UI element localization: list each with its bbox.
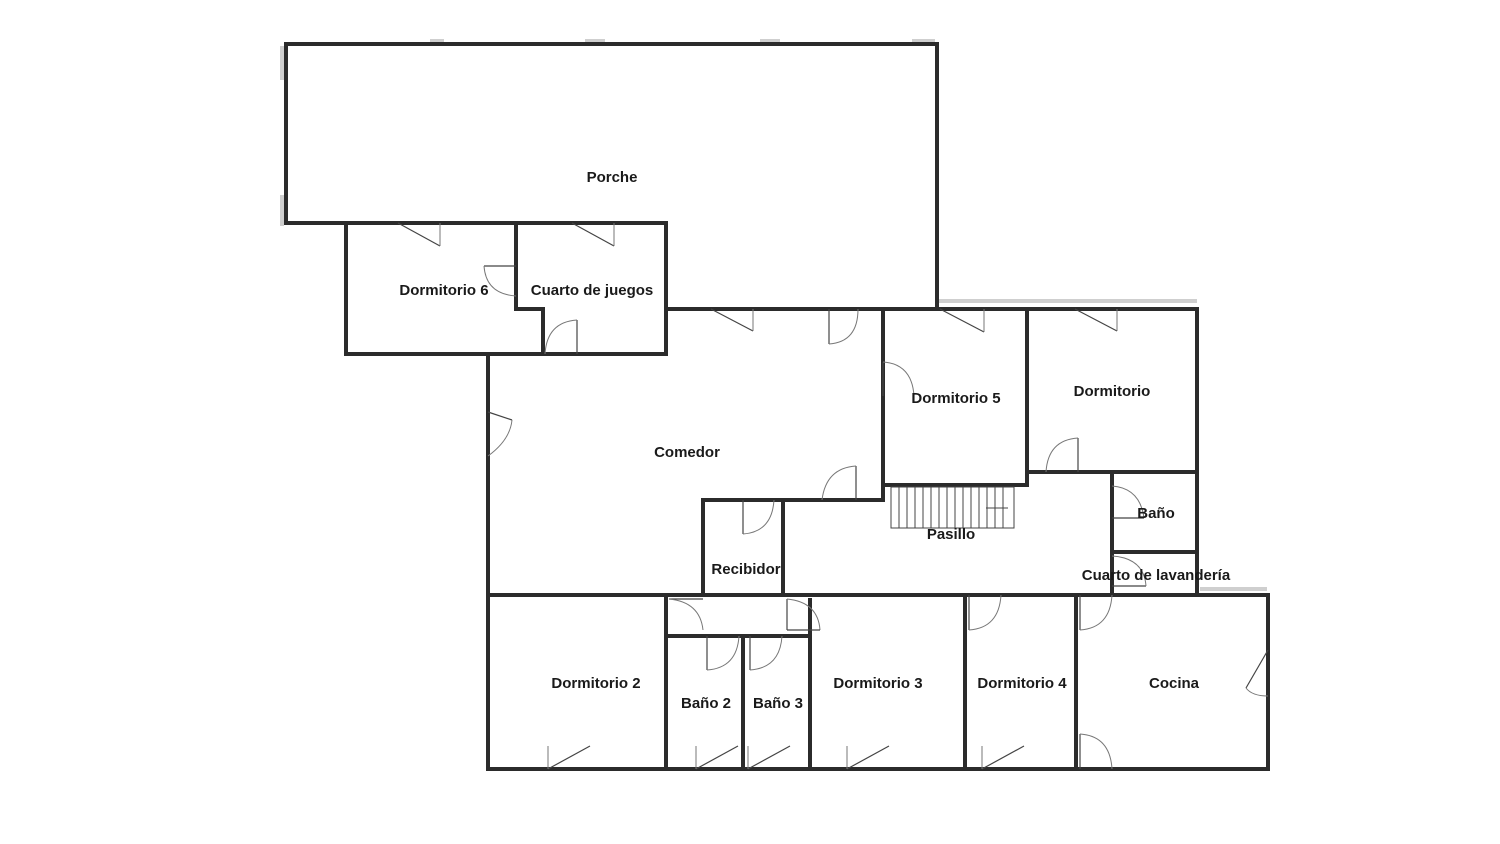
door	[828, 308, 859, 345]
room-label-pasillo: Pasillo	[927, 526, 975, 543]
room-labels: Porche Dormitorio 6 Cuarto de juegos Com…	[399, 169, 1230, 712]
room-label-cuarto-de-juegos: Cuarto de juegos	[531, 282, 654, 299]
room-label-bano-3: Baño 3	[753, 695, 803, 712]
door	[668, 598, 704, 631]
door	[547, 745, 591, 770]
door	[397, 222, 441, 247]
door	[968, 594, 1002, 631]
room-label-dormitorio-4: Dormitorio 4	[977, 675, 1067, 692]
doors	[397, 222, 1269, 770]
door	[1079, 594, 1113, 631]
walls	[284, 42, 1270, 771]
staircase	[890, 486, 1015, 529]
door	[939, 308, 985, 333]
door	[483, 265, 517, 297]
room-label-porche: Porche	[587, 169, 638, 186]
door	[571, 222, 615, 247]
door	[1111, 485, 1145, 519]
door	[882, 361, 915, 397]
door	[786, 598, 821, 631]
door	[710, 308, 754, 332]
door	[846, 745, 890, 770]
room-label-recibidor: Recibidor	[711, 561, 780, 578]
door	[747, 745, 791, 770]
door	[487, 411, 513, 457]
room-label-dormitorio-5: Dormitorio 5	[911, 390, 1000, 407]
room-label-cocina: Cocina	[1149, 675, 1200, 692]
room-label-dormitorio-3: Dormitorio 3	[833, 675, 922, 692]
door	[1245, 649, 1269, 697]
door	[981, 745, 1025, 770]
door	[695, 745, 739, 770]
room-label-dormitorio: Dormitorio	[1074, 383, 1151, 400]
room-label-dormitorio-6: Dormitorio 6	[399, 282, 488, 299]
room-label-bano-2: Baño 2	[681, 695, 731, 712]
door	[1045, 437, 1079, 473]
door	[1079, 733, 1113, 770]
windows	[280, 39, 1267, 591]
door	[1111, 555, 1147, 587]
room-label-comedor: Comedor	[654, 444, 720, 461]
room-label-bano: Baño	[1137, 505, 1175, 522]
room-label-dormitorio-2: Dormitorio 2	[551, 675, 640, 692]
door	[749, 635, 783, 671]
room-label-cuarto-de-lavanderia: Cuarto de lavandería	[1082, 567, 1231, 584]
door	[821, 465, 857, 501]
door	[1074, 308, 1118, 332]
door	[742, 499, 775, 535]
door	[544, 319, 578, 355]
door	[706, 635, 740, 671]
